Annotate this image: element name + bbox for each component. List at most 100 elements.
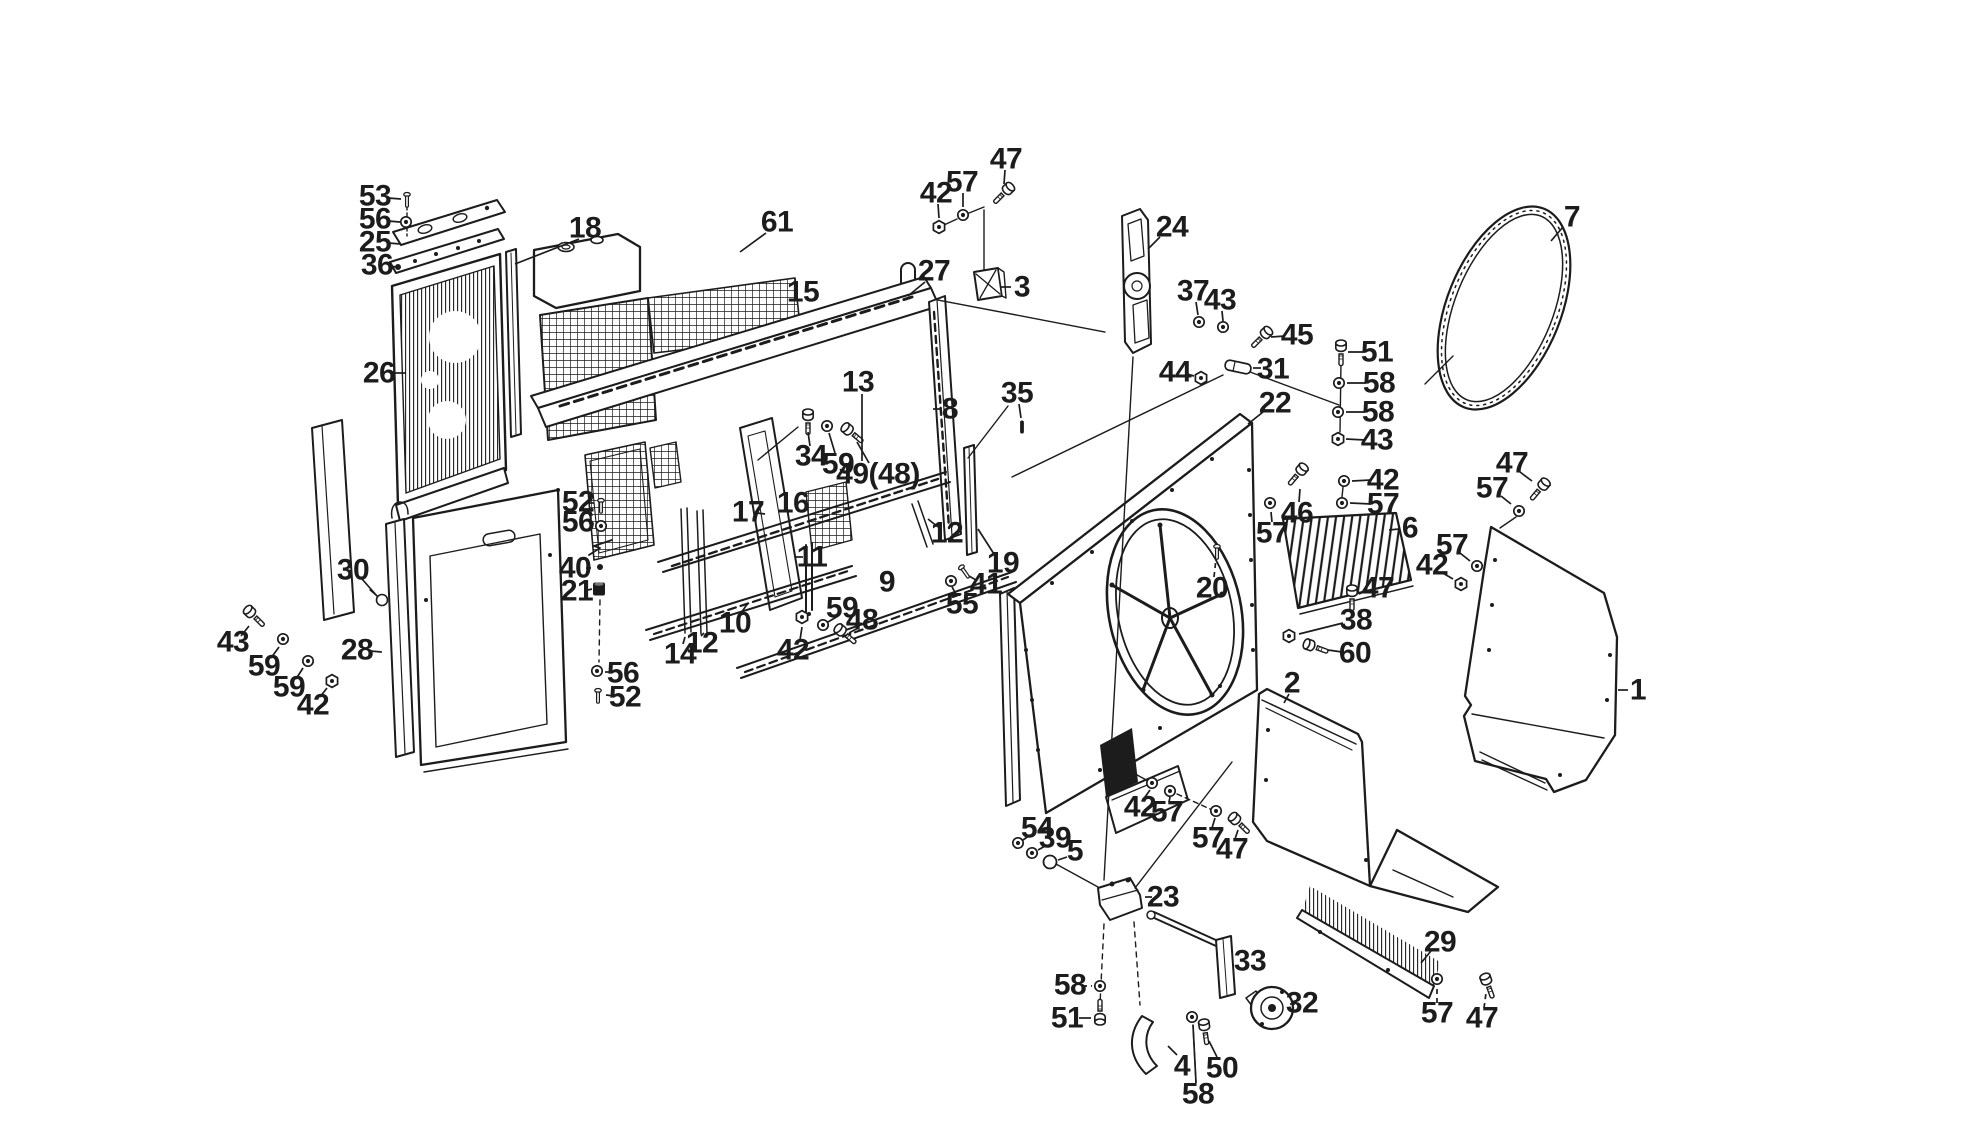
callout-40: 40 bbox=[559, 552, 591, 585]
washer-icon bbox=[1337, 474, 1351, 488]
guard-frame-right-bar-8 bbox=[911, 295, 962, 548]
washer-icon bbox=[1093, 979, 1107, 993]
leader-line bbox=[1298, 622, 1344, 635]
callout-42: 42 bbox=[1416, 549, 1448, 582]
callout-57: 57 bbox=[1421, 997, 1453, 1030]
bracket-23 bbox=[1097, 877, 1143, 921]
callout-47: 47 bbox=[990, 143, 1022, 176]
bolt-icon bbox=[801, 408, 815, 436]
washer-icon bbox=[1023, 844, 1041, 862]
callout-52: 52 bbox=[562, 486, 594, 519]
radiator-core bbox=[390, 252, 509, 522]
callout-61: 61 bbox=[761, 206, 793, 239]
leader-line bbox=[1168, 796, 1171, 803]
callout-56: 56 bbox=[607, 657, 639, 690]
bolt-icon bbox=[989, 180, 1017, 208]
leader-line bbox=[1351, 479, 1372, 482]
leader-line bbox=[856, 441, 870, 464]
nut-icon bbox=[795, 609, 809, 625]
fan-ring-20 bbox=[1105, 508, 1245, 716]
callout-25: 25 bbox=[359, 226, 391, 259]
callout-56: 56 bbox=[359, 203, 391, 236]
leader-line bbox=[514, 238, 580, 265]
leader-line bbox=[1247, 411, 1264, 425]
ring-icon bbox=[1042, 854, 1058, 870]
callout-57: 57 bbox=[1151, 796, 1183, 829]
cyl-icon bbox=[593, 582, 605, 596]
callout-18: 18 bbox=[569, 212, 601, 245]
motor-32 bbox=[1245, 985, 1295, 1031]
washer-icon bbox=[956, 208, 970, 222]
callout-31: 31 bbox=[1257, 353, 1289, 386]
callout-57: 57 bbox=[1436, 529, 1468, 562]
panel-2 bbox=[1251, 687, 1500, 914]
leader-line bbox=[1022, 834, 1031, 841]
washer-icon bbox=[1192, 315, 1206, 329]
leader-line bbox=[1018, 403, 1022, 419]
callout-46: 46 bbox=[1281, 497, 1313, 530]
callout-57: 57 bbox=[1256, 517, 1288, 550]
callout-16: 16 bbox=[777, 487, 809, 520]
leader-line bbox=[1349, 502, 1372, 505]
callout-38: 38 bbox=[1340, 604, 1372, 637]
callout-10: 10 bbox=[719, 607, 751, 640]
callout-5: 5 bbox=[1067, 835, 1083, 868]
leader-line bbox=[756, 512, 766, 515]
callout-47: 47 bbox=[1496, 447, 1528, 480]
brush-strip-29 bbox=[1296, 886, 1440, 999]
bracket-4 bbox=[1130, 1015, 1158, 1075]
callout-59: 59 bbox=[826, 592, 858, 625]
callout-4: 4 bbox=[1174, 1050, 1191, 1083]
callout-57: 57 bbox=[946, 166, 978, 199]
leader-line bbox=[682, 636, 686, 645]
leader-line bbox=[740, 602, 749, 614]
callout-53: 53 bbox=[359, 180, 391, 213]
callout-29: 29 bbox=[1424, 926, 1456, 959]
leader-line bbox=[1037, 844, 1048, 851]
screw-icon bbox=[594, 687, 602, 704]
callout-51: 51 bbox=[1361, 336, 1393, 369]
leader-line bbox=[1550, 226, 1564, 242]
bolt-icon bbox=[1335, 339, 1347, 367]
spring-mark bbox=[588, 539, 613, 556]
leader-line bbox=[1388, 528, 1400, 531]
callout-21: 21 bbox=[561, 575, 593, 608]
callout-42: 42 bbox=[920, 177, 952, 210]
leader-line bbox=[1483, 992, 1487, 1009]
leader-line bbox=[968, 575, 977, 581]
washer-icon bbox=[1331, 405, 1345, 419]
callout-39: 39 bbox=[1039, 822, 1071, 855]
leader-line bbox=[827, 615, 839, 623]
bracket-3 bbox=[973, 267, 1007, 301]
leader-line bbox=[1221, 310, 1224, 322]
leader-line bbox=[739, 232, 767, 253]
callout-56: 56 bbox=[562, 506, 594, 539]
leader-line bbox=[1358, 590, 1367, 595]
screw-icon bbox=[403, 191, 411, 208]
washer-icon bbox=[1185, 1010, 1199, 1024]
callout-54: 54 bbox=[1021, 812, 1054, 845]
callout-47: 47 bbox=[1216, 833, 1248, 866]
washer-icon bbox=[944, 574, 958, 588]
callout-58: 58 bbox=[1054, 969, 1086, 1002]
callout-1: 1 bbox=[1630, 674, 1646, 707]
nut-icon bbox=[932, 219, 946, 235]
leader-line bbox=[1298, 488, 1301, 503]
nut-icon bbox=[325, 673, 339, 689]
washer-icon bbox=[1512, 504, 1526, 518]
callout-11: 11 bbox=[797, 541, 828, 574]
grille-6 bbox=[1281, 511, 1414, 615]
callout-20: 20 bbox=[1196, 572, 1228, 605]
washer-icon bbox=[594, 519, 608, 533]
callout-58: 58 bbox=[1182, 1078, 1214, 1111]
callout-14: 14 bbox=[664, 638, 697, 671]
callout-33: 33 bbox=[1234, 945, 1266, 978]
leader-line bbox=[1211, 817, 1216, 829]
washer-icon bbox=[1335, 496, 1349, 510]
callout-43: 43 bbox=[1361, 424, 1393, 457]
leader-line bbox=[605, 694, 615, 697]
panel-1 bbox=[1462, 525, 1619, 794]
washer-icon bbox=[276, 632, 290, 646]
callout-9: 9 bbox=[879, 566, 895, 599]
